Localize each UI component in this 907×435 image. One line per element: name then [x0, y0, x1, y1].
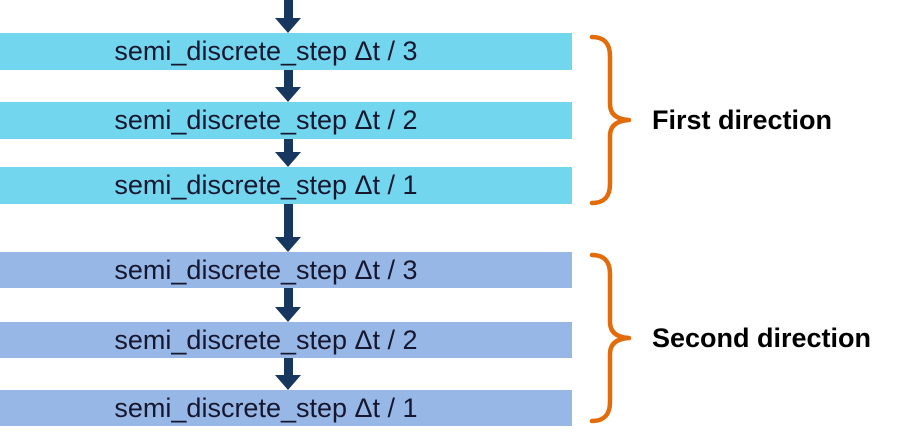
arrow-head — [275, 375, 301, 390]
arrow-head — [275, 307, 301, 322]
brace-icon-first — [589, 34, 632, 206]
arrow-head — [275, 152, 301, 167]
arrow-head — [275, 87, 301, 102]
arrow-shaft — [283, 204, 293, 237]
step-box: semi_discrete_step Δt / 2 — [0, 102, 572, 139]
down-arrow-icon — [275, 139, 301, 167]
arrow-head — [275, 237, 301, 252]
group-label-second-direction: Second direction — [652, 323, 872, 353]
step-box: semi_discrete_step Δt / 1 — [0, 390, 572, 426]
arrow-shaft — [283, 288, 293, 307]
step-box: semi_discrete_step Δt / 2 — [0, 322, 572, 358]
down-arrow-icon — [275, 288, 301, 322]
step-box: semi_discrete_step Δt / 3 — [0, 33, 572, 70]
brace-icon-second — [589, 252, 632, 424]
arrow-shaft — [283, 139, 293, 152]
down-arrow-icon — [275, 204, 301, 252]
down-arrow-icon — [275, 70, 301, 102]
arrow-shaft — [283, 358, 293, 375]
arrow-shaft — [283, 70, 293, 87]
step-box: semi_discrete_step Δt / 3 — [0, 252, 572, 288]
down-arrow-icon — [275, 0, 301, 33]
arrow-head — [275, 18, 301, 33]
arrow-shaft — [283, 0, 293, 18]
group-label-first-direction: First direction — [652, 105, 833, 135]
down-arrow-icon — [275, 358, 301, 390]
step-box: semi_discrete_step Δt / 1 — [0, 167, 572, 204]
